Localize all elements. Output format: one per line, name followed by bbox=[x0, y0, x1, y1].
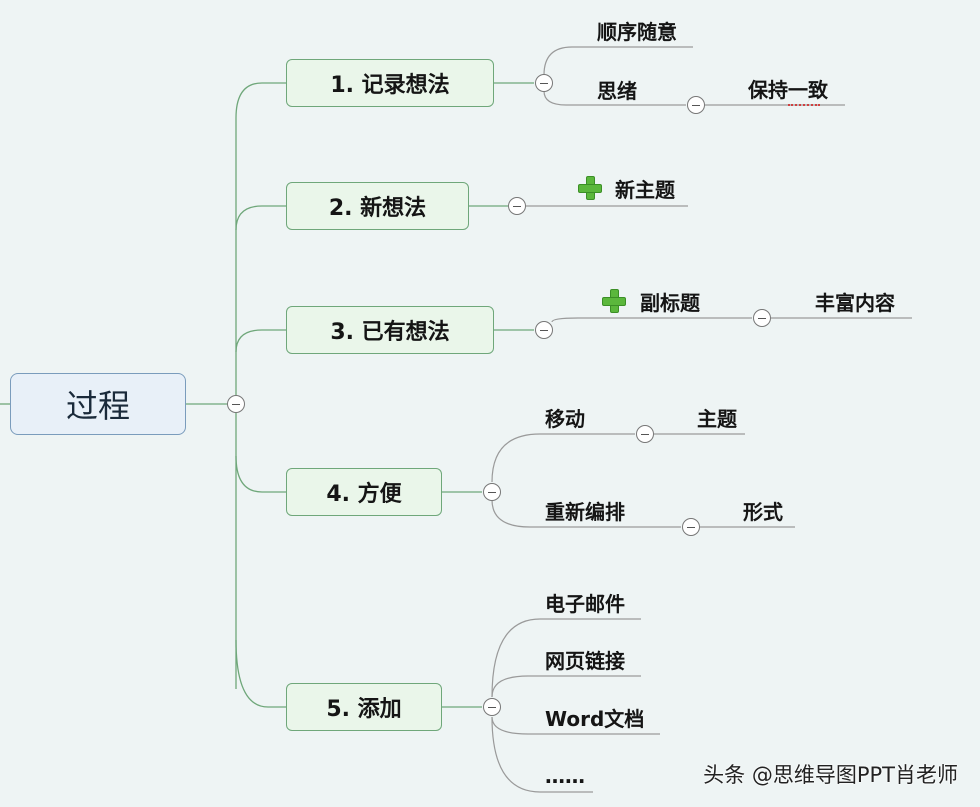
subtopic-rearrange[interactable]: 重新编排 bbox=[545, 500, 625, 524]
branch-label: 1. 记录想法 bbox=[330, 73, 450, 98]
branch-collapse-button[interactable] bbox=[535, 321, 553, 339]
branch-collapse-button[interactable] bbox=[483, 483, 501, 501]
root-collapse-button[interactable] bbox=[227, 395, 245, 413]
branch-label: 2. 新想法 bbox=[328, 196, 427, 221]
subtopic-keep-consistent[interactable]: 保持一致 bbox=[748, 78, 828, 102]
root-node[interactable]: 过程 bbox=[10, 373, 186, 435]
branch-collapse-button[interactable] bbox=[483, 698, 501, 716]
subtopic-email[interactable]: 电子邮件 bbox=[545, 592, 625, 616]
subtopic-web-link[interactable]: 网页链接 bbox=[545, 649, 625, 673]
subtopic-order-random[interactable]: 顺序随意 bbox=[597, 20, 677, 44]
subtopic-topic[interactable]: 主题 bbox=[697, 407, 737, 431]
subtopic-word-doc[interactable]: Word文档 bbox=[545, 707, 645, 731]
subtopic-collapse-button[interactable] bbox=[636, 425, 654, 443]
subtopic-collapse-button[interactable] bbox=[753, 309, 771, 327]
branch-node-add[interactable]: 5. 添加 bbox=[286, 683, 442, 731]
branch-node-convenient[interactable]: 4. 方便 bbox=[286, 468, 442, 516]
spellcheck-underline bbox=[788, 100, 820, 106]
plus-icon bbox=[576, 174, 604, 202]
subtopic-collapse-button[interactable] bbox=[682, 518, 700, 536]
subtopic-collapse-button[interactable] bbox=[687, 96, 705, 114]
branch-collapse-button[interactable] bbox=[535, 74, 553, 92]
branch-label: 5. 添加 bbox=[326, 697, 402, 722]
branch-node-existing-idea[interactable]: 3. 已有想法 bbox=[286, 306, 494, 354]
root-label: 过程 bbox=[65, 387, 130, 425]
subtopic-subtitle[interactable]: 副标题 bbox=[640, 291, 700, 315]
subtopic-more[interactable]: …… bbox=[545, 764, 585, 788]
branch-node-new-idea[interactable]: 2. 新想法 bbox=[286, 182, 469, 230]
subtopic-form[interactable]: 形式 bbox=[743, 500, 783, 524]
branch-node-record-ideas[interactable]: 1. 记录想法 bbox=[286, 59, 494, 107]
branch-collapse-button[interactable] bbox=[508, 197, 526, 215]
subtopic-rich-content[interactable]: 丰富内容 bbox=[815, 291, 895, 315]
plus-icon bbox=[600, 287, 628, 315]
subtopic-thoughts[interactable]: 思绪 bbox=[597, 79, 637, 103]
branch-label: 4. 方便 bbox=[326, 482, 402, 507]
branch-label: 3. 已有想法 bbox=[330, 320, 450, 345]
subtopic-move[interactable]: 移动 bbox=[545, 407, 585, 431]
watermark: 头条 @思维导图PPT肖老师 bbox=[703, 763, 958, 787]
subtopic-new-topic[interactable]: 新主题 bbox=[615, 178, 675, 202]
